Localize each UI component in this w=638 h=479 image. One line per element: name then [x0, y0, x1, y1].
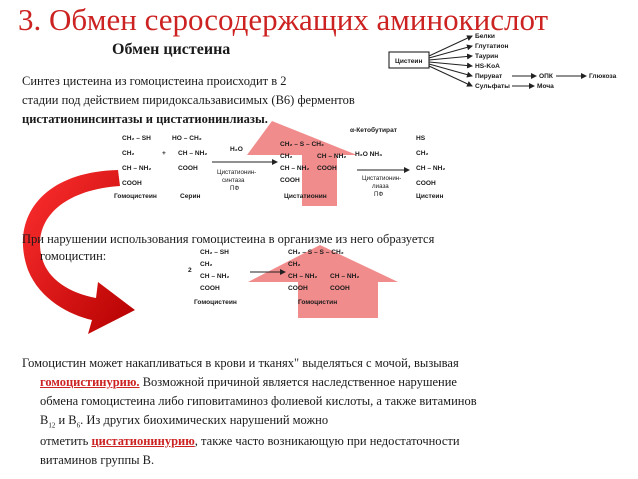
paragraph-1-line-3: цистатионинсинтазы и цистатионинлиазы.	[22, 112, 268, 126]
vitamin-b12-sub: 12	[48, 421, 56, 430]
scheme-urine: Моча	[537, 83, 554, 90]
paragraph-1-line-1: Синтез цистеина из гомоцистеина происход…	[22, 74, 287, 88]
r1-hcy-2: CH – NH₂	[122, 165, 151, 172]
r1-cth-4: COOH	[280, 177, 300, 184]
paragraph-3-line-1: Гомоцистин может накапливаться в крови и…	[22, 356, 459, 370]
scheme-target-0: Белки	[475, 33, 495, 40]
r2-hcy2-4: COOH	[288, 285, 308, 292]
r1-ser-1: CH – NH₂	[178, 150, 207, 157]
paragraph-2-line-1: При нарушении использования гомоцистеина…	[22, 232, 435, 246]
r1-hcy-1: CH₂	[122, 150, 135, 157]
r1-enzyme2-2: ПФ	[374, 191, 383, 198]
paragraph-3-line-5: отметить цистатионинурию, также часто во…	[40, 433, 460, 450]
r1-cys-0: HS	[416, 135, 426, 142]
r1-enzyme1-0: Цистатионин-	[217, 169, 256, 176]
r1-plus: +	[162, 150, 166, 157]
r2-hcy2-label: Гомоцистин	[298, 299, 337, 306]
r2-hcy-0: CH₂ – SH	[200, 249, 229, 256]
r2-hcy2-5: COOH	[330, 285, 350, 292]
r1-cth-3: CH – NH₂	[317, 153, 346, 160]
scheme-opk: ОПК	[539, 73, 554, 80]
paragraph-1-line-2: стадии под действием пиридоксальзависимы…	[22, 93, 355, 107]
reaction-1-scheme: CH₂ – SH CH₂ CH – NH₂ COOH Гомоцистеин +…	[114, 121, 445, 206]
scheme-target-5: Сульфаты	[475, 83, 510, 90]
r1-hcy-0: CH₂ – SH	[122, 135, 151, 142]
r1-cys-2: CH – NH₂	[416, 165, 445, 172]
highlight-cystathioninuria: цистатионинурию	[91, 434, 195, 448]
vitamin-and: и В	[55, 413, 77, 427]
r1-enzyme1-1: синтаза	[222, 177, 245, 184]
r2-hcy-2: CH – NH₂	[200, 273, 229, 280]
r1-hcy-label: Гомоцистеин	[114, 193, 157, 200]
pink-arrow-2	[248, 245, 398, 318]
r1-cys-3: COOH	[416, 180, 436, 187]
r2-hcy-3: COOH	[200, 285, 220, 292]
reaction-2-scheme: 2 CH₂ – SH CH₂ CH – NH₂ COOH Гомоцистеин…	[188, 245, 398, 318]
paragraph-3-line-6: витаминов группы В.	[40, 453, 155, 467]
paragraph-3-line-5-rest: , также часто возникающую при недостаточ…	[194, 434, 460, 448]
r2-hcy-label: Гомоцистеин	[194, 299, 237, 306]
r2-hcy2-3: CH – NH₂	[330, 273, 359, 280]
scheme-target-3: HS-KoA	[475, 63, 500, 70]
r2-hcy2-0: CH₂ – S – S – CH₂	[288, 249, 344, 256]
r1-ser-2: COOH	[178, 165, 198, 172]
paragraph-3-line-4-rest: . Из других биохимических нарушений можн…	[80, 413, 329, 427]
r1-cys-label: Цистеин	[416, 193, 443, 200]
scheme-glucose: Глюкоза	[589, 73, 617, 80]
paragraph-2-line-2: гомоцистин:	[40, 249, 107, 263]
paragraph-3-line-2: гомоцистинурию. Возможной причиной являе…	[40, 374, 457, 391]
r1-water-nh3: H₂O NH₃	[355, 151, 382, 158]
r1-cth-2: CH – NH₂	[280, 165, 309, 172]
r1-hcy-3: COOH	[122, 180, 142, 187]
r1-cth-5: COOH	[317, 165, 337, 172]
r1-water: H₂O	[230, 146, 243, 153]
slide-subtitle: Обмен цистеина	[112, 41, 231, 58]
paragraph-3-line-5-start: отметить	[40, 434, 92, 448]
scheme-target-1: Глутатион	[475, 43, 508, 50]
r1-ser-0: HO – CH₂	[172, 135, 202, 142]
r2-hcy-1: CH₂	[200, 261, 213, 268]
cysteine-metabolism-scheme: Цистеин Белки Глутатион Таурин HS-KoA Пи…	[388, 33, 617, 90]
r1-cys-1: CH₂	[416, 150, 429, 157]
curved-arrow-icon	[22, 170, 135, 334]
vitamin-b-letter: В	[40, 413, 49, 427]
paragraph-3-line-4: В12 и В6. Из других биохимических наруше…	[40, 412, 328, 435]
highlight-homocystinuria: гомоцистинурию.	[40, 375, 140, 389]
r1-cth-label: Цистатионин	[284, 193, 327, 200]
r1-cth-0: CH₂ – S – CH₂	[280, 141, 324, 148]
paragraph-3-line-3: обмена гомоцистеина либо гиповитаминоз ф…	[40, 394, 477, 408]
r2-coef: 2	[188, 267, 192, 274]
r1-enzyme2-1: лиаза	[372, 183, 389, 190]
scheme-source-label: Цистеин	[395, 58, 422, 65]
r1-ketobutyrate: α-Кетобутират	[350, 126, 398, 134]
r1-enzyme1-2: ПФ	[230, 185, 239, 192]
r2-hcy2-1: CH₂	[288, 261, 301, 268]
scheme-target-2: Таурин	[475, 53, 498, 60]
slide-title: 3. Обмен серосодержащих аминокислот	[18, 2, 549, 37]
r1-cth-1: CH₂	[280, 153, 293, 160]
r1-enzyme2-0: Цистатионин-	[362, 175, 401, 182]
scheme-target-4: Пируват	[475, 73, 503, 80]
pink-arrow-1	[247, 121, 357, 206]
vitamin-b6-sub: 6	[76, 421, 81, 430]
paragraph-3-line-2-rest: Возможной причиной является наследственн…	[139, 375, 457, 389]
r1-ser-label: Серин	[180, 193, 201, 200]
r2-hcy2-2: CH – NH₂	[288, 273, 317, 280]
